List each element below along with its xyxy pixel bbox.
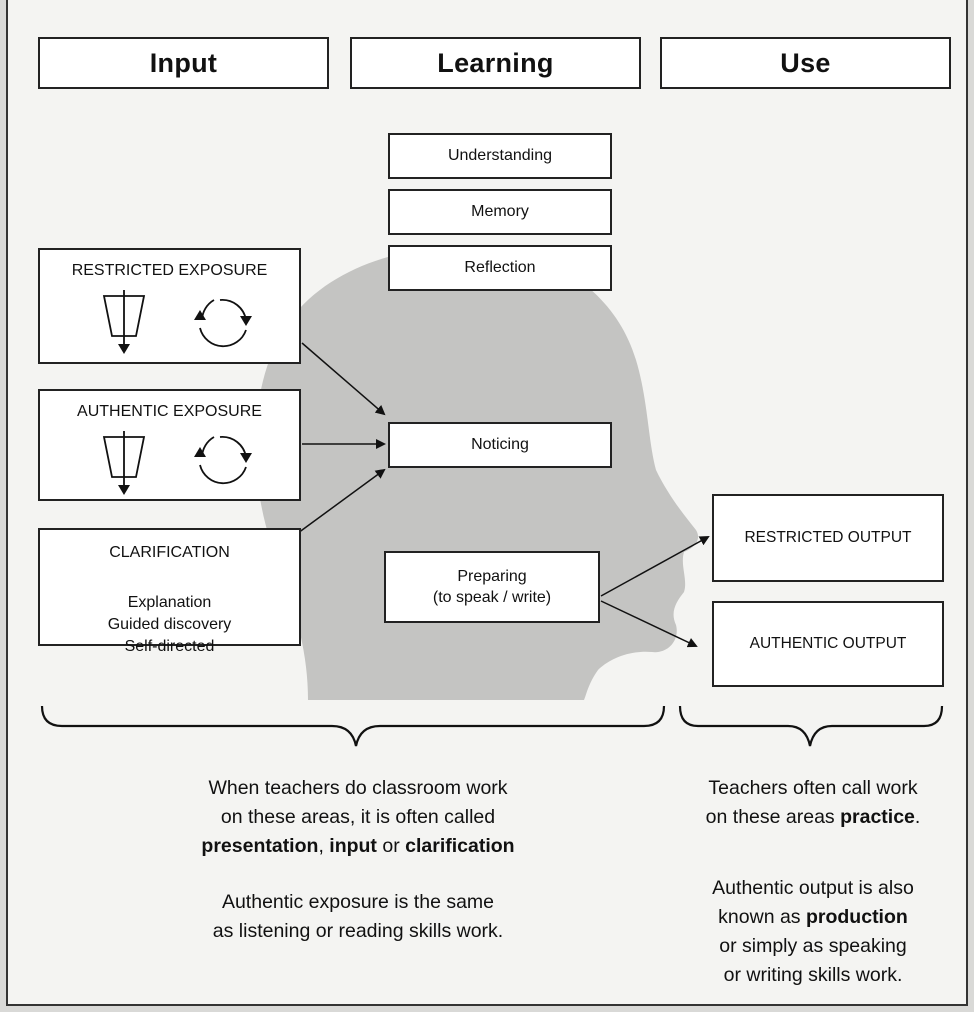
authentic-exposure-label: AUTHENTIC EXPOSURE — [77, 403, 262, 420]
authentic-exposure-icons — [102, 431, 252, 495]
arrow-restricted-to-noticing — [301, 342, 386, 416]
caption-line: or simply as speaking — [719, 935, 907, 957]
caption-line: presentation, input or clarification — [201, 835, 515, 857]
box-authentic-exposure: AUTHENTIC EXPOSURE — [38, 389, 301, 501]
clarification-method: Guided discovery — [107, 616, 232, 633]
preparing-title: Preparing — [457, 568, 527, 585]
box-authentic-output: AUTHENTIC OUTPUT — [712, 601, 944, 687]
caption-line: as listening or reading skills work. — [212, 920, 504, 942]
caption-use: Teachers often call work on these areas … — [668, 774, 958, 832]
box-restricted-exposure: RESTRICTED EXPOSURE — [38, 248, 301, 364]
caption-input-learning: When teachers do classroom work on these… — [108, 774, 608, 861]
arrow-to-authentic-output — [600, 600, 698, 648]
caption-authentic-output: Authentic output is also known as produc… — [668, 874, 958, 990]
cycle-arrows-icon — [194, 299, 252, 348]
cycle-arrows-icon — [194, 436, 252, 485]
caption-line: Authentic exposure is the same — [221, 891, 495, 913]
box-memory: Memory — [388, 189, 612, 235]
header-learning: Learning — [350, 37, 641, 89]
brace-input-learning — [40, 705, 666, 747]
caption-line: on these areas, it is often called — [220, 806, 496, 828]
box-restricted-output: RESTRICTED OUTPUT — [712, 494, 944, 582]
caption-line: on these areas practice. — [705, 806, 921, 828]
funnel-arrow-icon — [102, 290, 146, 354]
header-input: Input — [38, 37, 329, 89]
caption-line: or writing skills work. — [723, 964, 903, 986]
caption-authentic-exposure: Authentic exposure is the same as listen… — [108, 888, 608, 946]
caption-line: When teachers do classroom work — [208, 777, 508, 799]
term-input: input — [329, 835, 377, 857]
box-preparing: Preparing (to speak / write) — [384, 551, 600, 623]
preparing-subtitle: (to speak / write) — [432, 589, 552, 606]
caption-line: Teachers often call work — [708, 777, 918, 799]
restricted-exposure-label: RESTRICTED EXPOSURE — [71, 262, 268, 279]
header-use: Use — [660, 37, 951, 89]
term-presentation: presentation — [201, 835, 319, 857]
clarification-method: Self-directed — [124, 638, 215, 655]
box-noticing: Noticing — [388, 422, 612, 468]
arrow-clarification-to-noticing — [297, 468, 386, 534]
caption-line: known as production — [718, 906, 908, 928]
diagram-canvas: Input Learning Use Understanding Memory … — [6, 0, 968, 1006]
brace-use — [678, 705, 944, 747]
clarification-methods: Explanation Guided discovery Self-direct… — [40, 592, 299, 658]
head-silhouette — [255, 246, 699, 700]
restricted-exposure-icons — [102, 290, 252, 354]
caption-line: Authentic output is also — [712, 877, 914, 899]
box-reflection: Reflection — [388, 245, 612, 291]
box-clarification: CLARIFICATION Explanation Guided discove… — [38, 528, 301, 655]
box-understanding: Understanding — [388, 133, 612, 179]
term-clarification: clarification — [405, 835, 515, 857]
term-production: production — [805, 906, 908, 928]
arrow-to-restricted-output — [600, 536, 710, 597]
clarification-method: Explanation — [127, 594, 212, 611]
term-practice: practice — [840, 806, 915, 828]
funnel-arrow-icon — [102, 431, 146, 495]
clarification-label: CLARIFICATION — [109, 544, 230, 561]
